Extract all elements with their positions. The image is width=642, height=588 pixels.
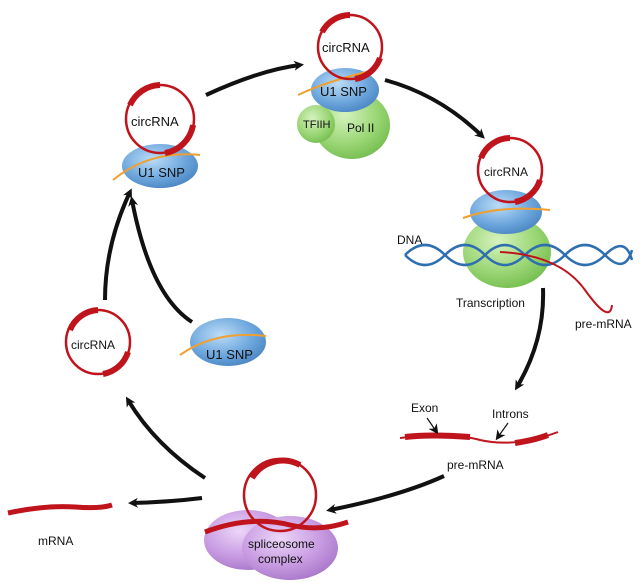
pre-mrna-group: Exon Introns pre-mRNA xyxy=(399,401,559,472)
mrna-group: mRNA xyxy=(7,502,113,548)
mid-left-group: circRNA U1 SNP xyxy=(64,307,267,377)
label-dna: DNA xyxy=(397,233,422,247)
orange-strand-mid-left xyxy=(179,333,267,356)
spliced-strand xyxy=(204,518,349,535)
circrna-exon-arc-right-1 xyxy=(478,135,511,160)
label-tfiih: TFIIH xyxy=(303,119,331,131)
label-pre-mrna-right: pre-mRNA xyxy=(575,317,632,331)
label-circrna-left: circRNA xyxy=(131,114,179,129)
arrow-spliceosome-to-mrna xyxy=(128,496,203,508)
tfiih-blob xyxy=(297,105,335,143)
intron-pointer xyxy=(495,422,509,441)
label-spliceosome-2: complex xyxy=(258,552,303,566)
arrow-top-to-right xyxy=(384,78,485,139)
u1-snp-blob-mid-left xyxy=(190,318,266,366)
exon-pointer xyxy=(426,417,439,435)
arrow-spliceosome-to-circ xyxy=(125,396,207,480)
arrow-right-to-bottom xyxy=(514,287,546,391)
label-circrna-mid-left: circRNA xyxy=(71,338,115,352)
label-u1-left: U1 SNP xyxy=(138,165,185,180)
label-u1-top: U1 SNP xyxy=(320,84,367,99)
spliceosome-group: spliceosome complex xyxy=(204,457,349,580)
spliceosome-blob-front xyxy=(242,516,338,580)
circrna-exon-arc-right-2 xyxy=(514,178,543,205)
circrna-exon-arc-top-2 xyxy=(354,56,383,82)
exon-segment-1 xyxy=(404,432,471,440)
label-introns: Introns xyxy=(492,407,529,421)
orange-strand-left xyxy=(112,153,201,181)
top-complex: circRNA U1 SNP TFIIH Pol II xyxy=(297,12,390,159)
arrow-circ-up xyxy=(103,188,132,301)
circrna-exon-arc-mid-left-2 xyxy=(102,350,131,377)
label-exon: Exon xyxy=(411,401,438,415)
arrow-bottom-to-spliceosome xyxy=(326,474,445,514)
label-circrna-top: circRNA xyxy=(322,40,370,55)
label-mrna: mRNA xyxy=(38,534,73,548)
left-complex: circRNA U1 SNP xyxy=(112,82,201,188)
exon-segment-2 xyxy=(514,432,550,446)
label-u1-mid-left: U1 SNP xyxy=(206,347,253,362)
orange-strand-right xyxy=(462,207,551,219)
circrna-exon-arc-left-2 xyxy=(164,124,196,156)
circrna-exon-arc-left-1 xyxy=(127,82,161,107)
nascent-pre-mrna xyxy=(499,251,613,314)
circrna-exon-arc-spliceosome xyxy=(249,457,302,480)
arrow-left-to-top xyxy=(205,60,304,97)
label-pol-ii: Pol II xyxy=(347,121,374,135)
mrna-strand xyxy=(7,502,113,516)
label-circrna-right: circRNA xyxy=(484,165,528,179)
circrna-exon-arc-mid-left-1 xyxy=(67,307,99,332)
label-transcription: Transcription xyxy=(456,296,525,310)
label-spliceosome-1: spliceosome xyxy=(248,537,315,551)
circrna-exon-arc-top-1 xyxy=(319,12,351,34)
right-complex: circRNA DNA Transcription pre-mRNA xyxy=(397,135,634,331)
arrow-u1-up xyxy=(128,196,194,324)
label-pre-mrna-bottom: pre-mRNA xyxy=(447,458,504,472)
